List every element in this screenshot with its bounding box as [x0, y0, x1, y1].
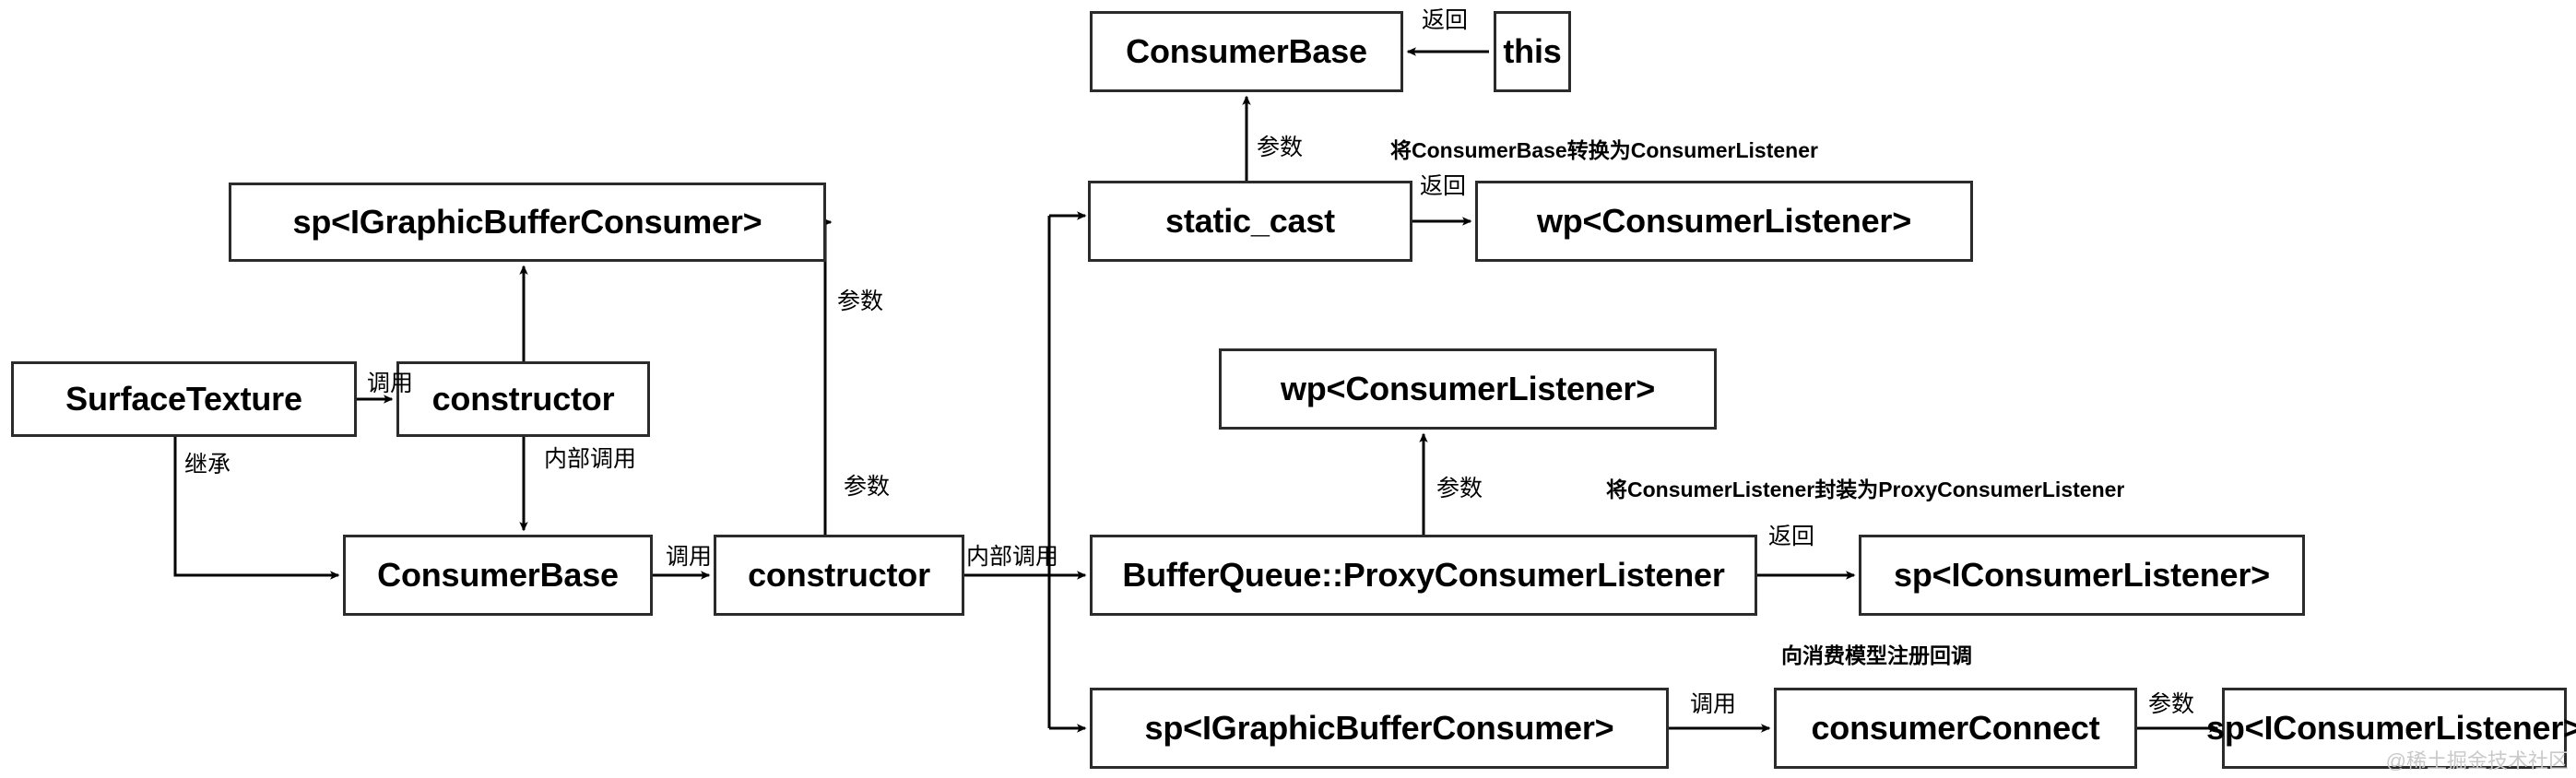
node-static-cast[interactable]: static_cast: [1088, 181, 1412, 262]
node-this[interactable]: this: [1494, 11, 1571, 92]
node-label: BufferQueue::ProxyConsumerListener: [1122, 556, 1725, 594]
edge-label-inner-call-2: 内部调用: [966, 544, 1059, 570]
node-wp-consumerlistener-right[interactable]: wp<ConsumerListener>: [1475, 181, 1973, 262]
node-constructor-main[interactable]: constructor: [714, 535, 964, 616]
node-label: wp<ConsumerListener>: [1536, 202, 1912, 240]
node-label: sp<IGraphicBufferConsumer>: [1144, 709, 1614, 747]
node-label: sp<IGraphicBufferConsumer>: [292, 203, 762, 241]
node-label: consumerConnect: [1811, 709, 2100, 747]
node-bufferqueue-proxyconsumerlistener[interactable]: BufferQueue::ProxyConsumerListener: [1090, 535, 1757, 616]
edge-label-return-this: 返回: [1422, 7, 1469, 33]
node-consumerconnect[interactable]: consumerConnect: [1774, 688, 2137, 769]
edge-label-return-cast: 返回: [1420, 173, 1467, 199]
node-label: sp<IConsumerListener>: [1894, 556, 2270, 594]
edge-label-call-2: 调用: [666, 544, 713, 570]
node-label: constructor: [431, 380, 615, 418]
edge-label-param-2: 参数: [844, 474, 891, 500]
node-wp-consumerlistener-mid[interactable]: wp<ConsumerListener>: [1219, 348, 1717, 430]
node-sp-iconsumerlistener-right[interactable]: sp<IConsumerListener>: [1859, 535, 2305, 616]
node-label: ConsumerBase: [377, 556, 619, 594]
note-proxy: 将ConsumerListener封装为ProxyConsumerListene…: [1606, 477, 2125, 501]
node-label: constructor: [748, 556, 930, 594]
node-sp-iconsumerlistener-last[interactable]: sp<IConsumerListener>: [2206, 688, 2576, 769]
node-label: wp<ConsumerListener>: [1280, 370, 1656, 407]
edge-label-call-connect: 调用: [1690, 691, 1737, 717]
node-label: this: [1503, 32, 1562, 70]
edge-constructor-main-to-spigbc: [822, 218, 833, 535]
node-sp-igraphicbufferconsumer-bottom[interactable]: sp<IGraphicBufferConsumer>: [1090, 688, 1669, 769]
node-label: ConsumerBase: [1126, 32, 1367, 70]
edge-label-param-1: 参数: [837, 289, 884, 314]
edge-label-inner-call-1: 内部调用: [544, 446, 637, 472]
node-consumerbase-top[interactable]: ConsumerBase: [1090, 11, 1403, 92]
note-cast: 将ConsumerBase转换为ConsumerListener: [1390, 138, 1818, 162]
edge-label-call-1: 调用: [367, 371, 414, 396]
node-label: sp<IConsumerListener>: [2206, 709, 2576, 747]
node-constructor-top[interactable]: constructor: [396, 361, 650, 437]
edge-label-param-cast: 参数: [1257, 135, 1304, 160]
watermark: @稀土掘金技术社区: [2385, 749, 2569, 772]
edge-label-return-proxy: 返回: [1768, 524, 1815, 549]
edge-label-inherit: 继承: [184, 452, 231, 477]
node-consumerbase-left[interactable]: ConsumerBase: [343, 535, 653, 616]
node-label: SurfaceTexture: [65, 380, 302, 418]
node-sp-igraphicbufferconsumer-top[interactable]: sp<IGraphicBufferConsumer>: [229, 183, 826, 262]
node-label: static_cast: [1165, 202, 1335, 240]
edge-label-param-connect: 参数: [2148, 691, 2195, 717]
note-connect: 向消费模型注册回调: [1781, 643, 1972, 667]
edge-label-param-proxy: 参数: [1436, 476, 1483, 501]
node-surfacetexture[interactable]: SurfaceTexture: [11, 361, 357, 437]
